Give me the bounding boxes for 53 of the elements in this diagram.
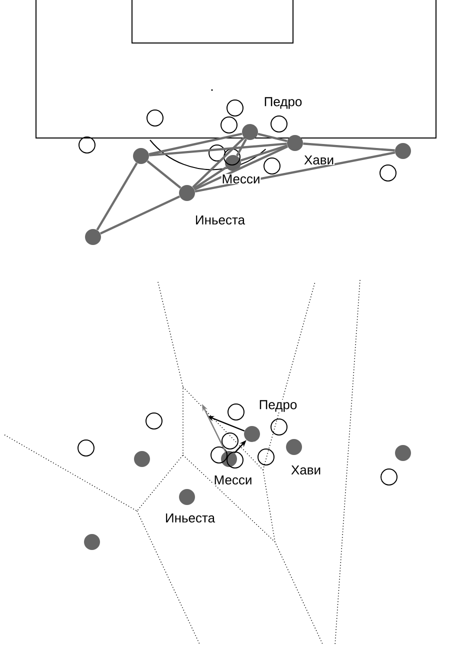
dot-marker [395,143,411,159]
player-name: Педро [258,400,298,412]
connecting-line [194,145,288,191]
player-name: Иньеста [194,214,246,226]
player-name: Хави [303,154,335,166]
dot-marker [287,135,303,151]
connecting-line [303,142,395,152]
player-name: Месси [221,174,261,184]
dot-marker [133,148,149,164]
dot-marker [286,439,302,455]
dot-marker [179,489,195,505]
circle-marker [224,148,240,166]
circle-marker [146,412,162,430]
circle-marker [208,144,226,162]
dot-marker [85,229,101,245]
connecting-line [240,144,288,162]
player-name: Месси [213,474,253,486]
dot-marker [84,534,100,550]
connecting-line [148,132,242,156]
connecting-line [100,195,180,235]
player-name: Педро [263,96,303,110]
circle-marker [380,468,398,486]
connecting-line [149,142,287,156]
circle-marker [226,100,244,116]
dot-marker [179,185,195,201]
circle-marker [264,158,280,174]
connecting-line [193,166,227,190]
circle-marker [270,418,288,436]
player-name: Иньеста [164,512,216,524]
circle-marker [258,448,274,466]
dot-marker [134,451,150,467]
circle-marker [78,136,96,154]
circle-marker [228,404,244,420]
connecting-line [258,132,288,142]
dot-marker [242,124,258,140]
connecting-line [236,138,248,156]
circle-marker [222,432,238,450]
connecting-line [146,160,182,189]
dot-marker [225,155,241,171]
circle-marker [220,116,238,134]
connecting-line [192,136,245,188]
connecting-line [194,151,396,193]
circle-marker [226,452,244,468]
player-name: Хави [290,464,322,476]
dot-marker [395,445,411,461]
circle-marker [270,116,288,132]
dot-marker [221,451,237,467]
circle-marker [210,446,228,464]
connecting-line [96,162,138,230]
dot-marker [244,426,260,442]
circle-marker [146,110,164,126]
circle-marker [380,164,396,182]
circle-marker [78,440,94,456]
